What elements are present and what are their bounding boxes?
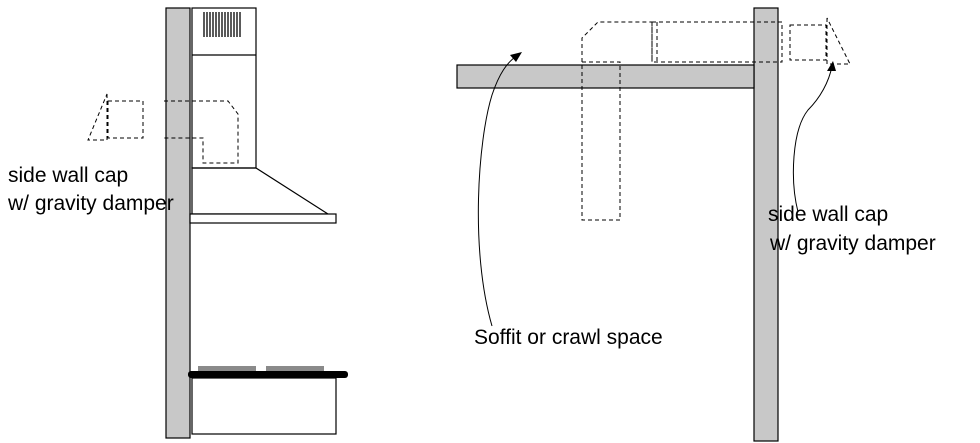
left-cap-label-line1: side wall cap — [8, 164, 129, 187]
left-duct-elbow — [164, 100, 239, 164]
horizontal-duct — [651, 21, 783, 63]
right-installation — [456, 7, 851, 442]
cooktop-burner-left — [198, 366, 256, 371]
right-wall — [753, 7, 779, 442]
chimney-grille — [203, 12, 241, 37]
hood-canopy — [191, 167, 331, 215]
left-installation — [87, 7, 348, 439]
ceiling-slab — [456, 64, 755, 89]
cooktop-surface — [188, 371, 348, 378]
chimney-cover — [191, 7, 257, 169]
left-gravity-damper — [87, 93, 108, 141]
right-gravity-damper — [826, 17, 851, 65]
cooktop-burner-right — [266, 366, 324, 371]
hood-bottom-edge — [189, 213, 337, 224]
left-cap-label-line2: w/ gravity damper — [8, 192, 174, 215]
soffit-callout-arrow — [477, 54, 519, 327]
right-cap-label-line2: w/ gravity damper — [770, 232, 936, 255]
right-cap-label-line1: side wall cap — [768, 203, 889, 226]
left-wall-cap — [107, 100, 144, 139]
soffit-label: Soffit or crawl space — [474, 326, 663, 349]
left-wall — [165, 7, 191, 439]
cap-callout-arrow — [792, 65, 833, 213]
soffit-arrowhead — [510, 52, 522, 62]
range-cabinet — [191, 377, 337, 435]
cap-arrowhead — [827, 61, 836, 71]
soffit-duct-elbow — [581, 21, 653, 62]
right-wall-cap — [789, 24, 827, 61]
